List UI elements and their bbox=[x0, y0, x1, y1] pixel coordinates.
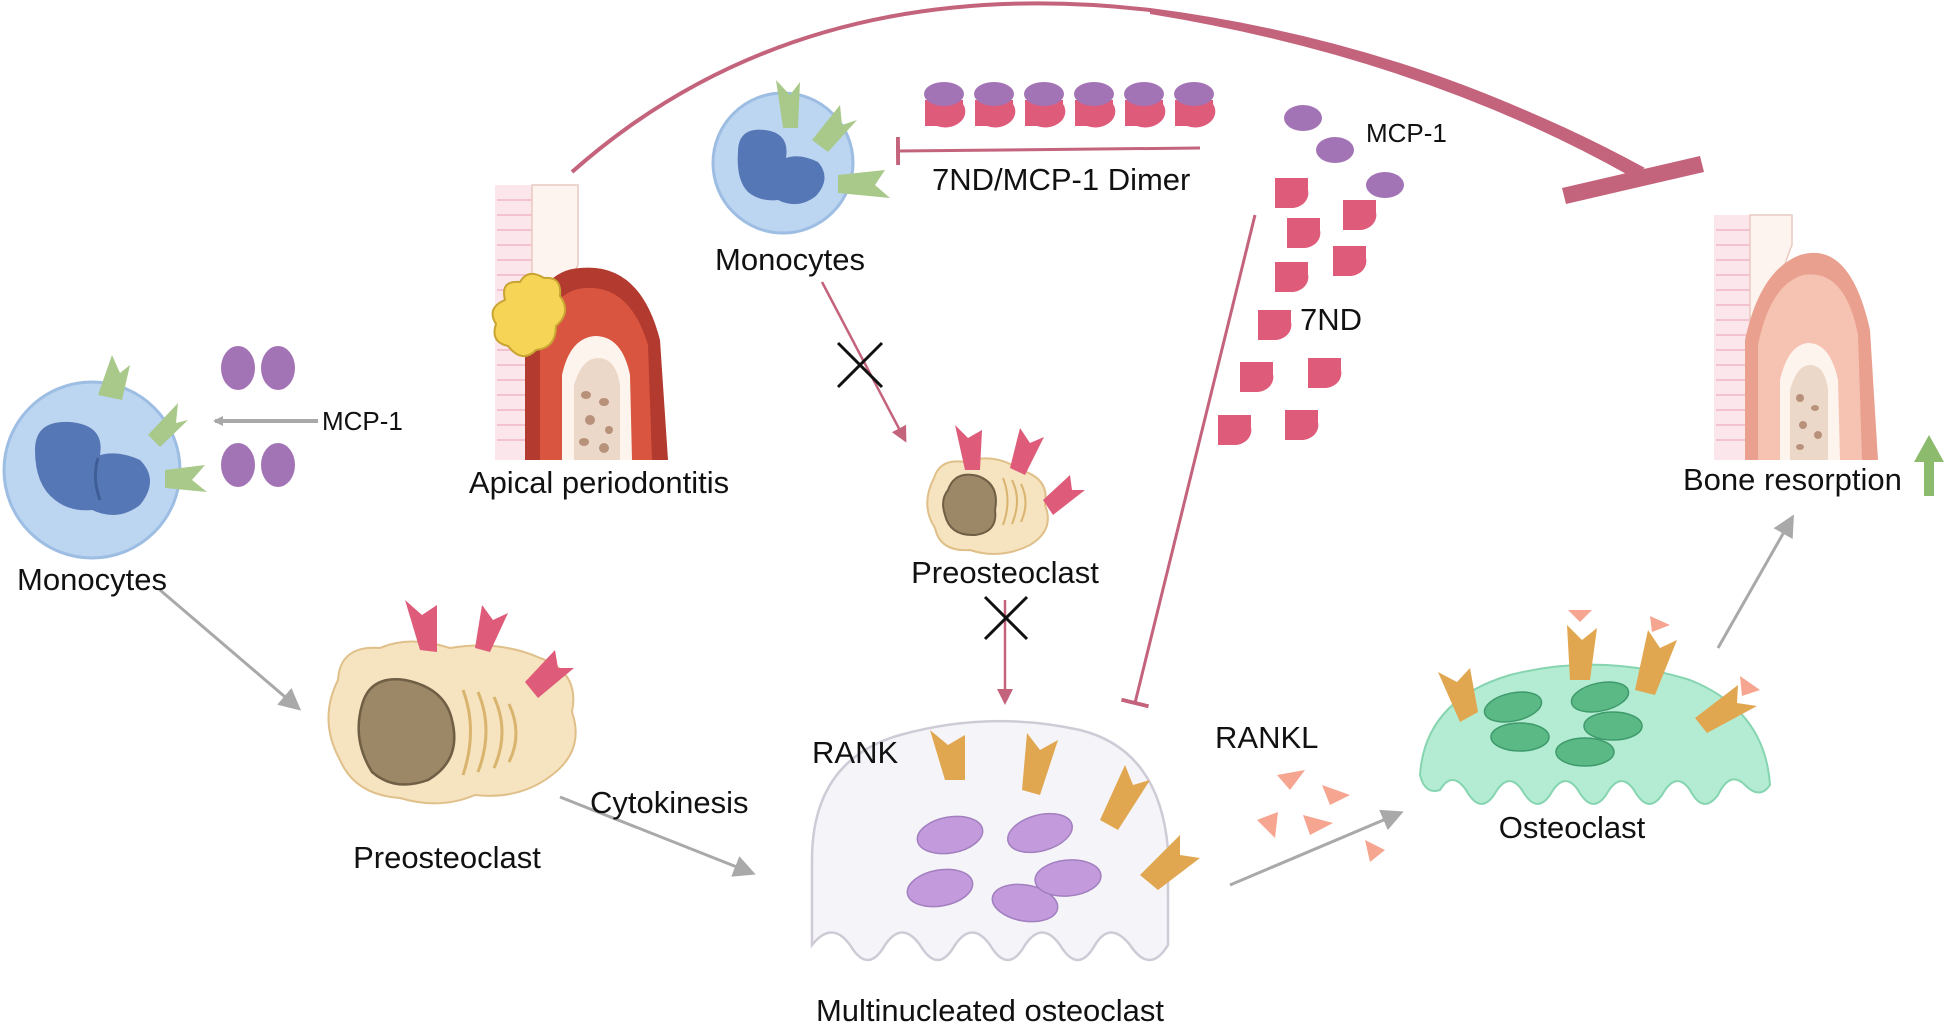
osteoclast-rank-2 bbox=[1567, 625, 1597, 680]
block-x-1 bbox=[836, 341, 884, 389]
dimer-row bbox=[924, 82, 1216, 128]
to-bone-resorption-arrow bbox=[1716, 514, 1794, 649]
apical-periodontitis-label: Apical periodontitis bbox=[469, 465, 729, 500]
bone-resorption-figure bbox=[1714, 214, 1878, 460]
cytokinesis-arrow bbox=[559, 795, 756, 877]
dimer-label: 7ND/MCP-1 Dimer bbox=[932, 162, 1190, 197]
receptor-green-2 bbox=[148, 403, 188, 447]
receptor-pink-2 bbox=[1010, 428, 1044, 475]
bone-resorption-label: Bone resorption bbox=[1683, 462, 1902, 497]
preosteoclast-left-label: Preosteoclast bbox=[353, 840, 541, 875]
inhibition-arc bbox=[570, 1, 1704, 204]
osteoclast-rank-4 bbox=[1695, 685, 1757, 733]
preosteoclast-top bbox=[926, 457, 1049, 555]
osteoclast-rank-3 bbox=[1635, 630, 1677, 695]
seven-nd-inhibition-line bbox=[1120, 214, 1257, 709]
receptor-green-4 bbox=[776, 80, 800, 128]
receptor-pink-5 bbox=[475, 605, 508, 652]
to-osteoclast-arrow bbox=[1229, 809, 1404, 887]
osteoclast-rankl-bound bbox=[1568, 610, 1760, 696]
preosteoclast-left bbox=[327, 640, 577, 805]
rankl-cluster bbox=[1257, 770, 1385, 862]
inhibition-bar bbox=[1562, 156, 1704, 204]
receptor-green-6 bbox=[838, 170, 890, 198]
receptor-pink-3 bbox=[1043, 475, 1085, 515]
receptor-pink-1 bbox=[955, 425, 982, 470]
dimer-inhibition-line bbox=[895, 136, 1201, 166]
multinucleated-label: Multinucleated osteoclast bbox=[816, 993, 1164, 1028]
rank-label: RANK bbox=[812, 735, 898, 770]
rankl-label: RANKL bbox=[1215, 720, 1318, 755]
cytokinesis-label: Cytokinesis bbox=[590, 785, 749, 820]
block-x-2 bbox=[983, 595, 1029, 641]
receptor-green-5 bbox=[812, 105, 857, 152]
monocyte-top bbox=[711, 91, 855, 235]
mcp1-dimers-left bbox=[221, 346, 295, 487]
rank-receptor-1 bbox=[930, 730, 965, 780]
rank-receptor-4 bbox=[1140, 835, 1200, 890]
mcp1-label-right: MCP-1 bbox=[1366, 118, 1447, 148]
rank-receptor-3 bbox=[1100, 765, 1150, 830]
monocyte-to-preosteoclast-left-arrow bbox=[159, 588, 302, 711]
receptor-green-3 bbox=[165, 465, 207, 492]
monocyte-left bbox=[2, 380, 182, 560]
rank-receptor-2 bbox=[1022, 733, 1058, 795]
seven-nd-cluster bbox=[1218, 178, 1377, 446]
osteoclast-label: Osteoclast bbox=[1499, 810, 1646, 845]
increase-up-arrow-icon bbox=[1914, 435, 1944, 496]
apical-periodontitis-figure bbox=[491, 184, 668, 460]
osteoclast bbox=[1418, 663, 1772, 805]
mcp1-cluster-right bbox=[1284, 105, 1404, 198]
monocytes-top-label: Monocytes bbox=[715, 242, 865, 277]
receptor-green-1 bbox=[98, 355, 130, 400]
receptor-pink-4 bbox=[405, 600, 437, 652]
osteoclast-rank-1 bbox=[1438, 668, 1478, 722]
multinucleated-osteoclast bbox=[810, 719, 1170, 962]
seven-nd-label: 7ND bbox=[1300, 302, 1362, 337]
receptor-pink-6 bbox=[525, 650, 574, 698]
monocytes-left-label: Monocytes bbox=[17, 562, 167, 597]
preosteoclast-top-label: Preosteoclast bbox=[911, 555, 1099, 590]
mcp1-label-left: MCP-1 bbox=[322, 406, 403, 436]
